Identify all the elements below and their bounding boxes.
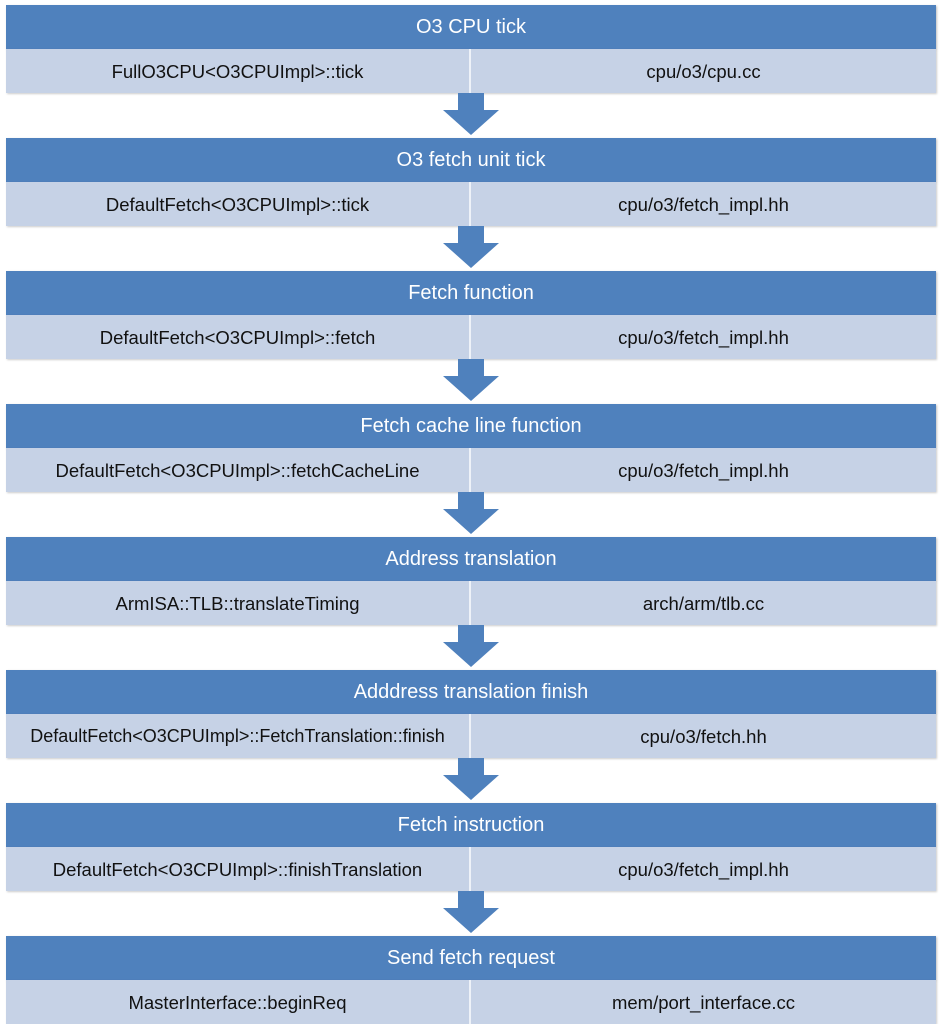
- source-file: cpu/o3/fetch.hh: [640, 725, 767, 747]
- source-file: arch/arm/tlb.cc: [642, 592, 765, 614]
- step-title: Fetch instruction: [6, 803, 936, 847]
- step-title: Fetch function: [6, 271, 936, 315]
- step-detail-row: DefaultFetch<O3CPUImpl>::finishTranslati…: [6, 847, 936, 891]
- down-arrow-icon: [443, 492, 499, 534]
- function-name: DefaultFetch<O3CPUImpl>::fetch: [6, 315, 471, 359]
- source-file: cpu/o3/fetch_impl.hh: [618, 193, 789, 215]
- step-title: Send fetch request: [6, 936, 936, 980]
- down-arrow-icon: [443, 625, 499, 667]
- step-title: Fetch cache line function: [6, 404, 936, 448]
- function-name: MasterInterface::beginReq: [6, 980, 471, 1024]
- down-arrow-icon: [443, 758, 499, 800]
- step-detail-row: ArmISA::TLB::translateTiming arch/arm/tlb…: [6, 581, 936, 625]
- source-file: cpu/o3/fetch_impl.hh: [618, 858, 789, 880]
- down-arrow-icon: [443, 226, 499, 268]
- source-file: cpu/o3/fetch_impl.hh: [618, 326, 789, 348]
- source-file: cpu/o3/fetch_impl.hh: [618, 459, 789, 481]
- down-arrow-icon: [443, 93, 499, 135]
- source-file: mem/port_interface.cc: [611, 991, 795, 1013]
- step-title: Address translation: [6, 537, 936, 581]
- step-detail-row: DefaultFetch<O3CPUImpl>::fetchCacheLine c…: [6, 448, 936, 492]
- function-name: DefaultFetch<O3CPUImpl>::fetchCacheLine: [6, 448, 471, 492]
- step-detail-row: FullO3CPU<O3CPUImpl>::tick cpu/o3/cpu.cc: [6, 49, 936, 93]
- step-detail-row: MasterInterface::beginReq mem/port_interf…: [6, 980, 936, 1024]
- function-name: DefaultFetch<O3CPUImpl>::FetchTranslatio…: [6, 714, 471, 758]
- step-title: O3 CPU tick: [6, 5, 936, 49]
- source-file: cpu/o3/cpu.cc: [646, 60, 761, 82]
- function-name: DefaultFetch<O3CPUImpl>::finishTranslati…: [6, 847, 471, 891]
- down-arrow-icon: [443, 891, 499, 933]
- step-detail-row: DefaultFetch<O3CPUImpl>::fetch cpu/o3/fet…: [6, 315, 936, 359]
- step-title: O3 fetch unit tick: [6, 138, 936, 182]
- step-detail-row: DefaultFetch<O3CPUImpl>::tick cpu/o3/fetc…: [6, 182, 936, 226]
- function-name: FullO3CPU<O3CPUImpl>::tick: [6, 49, 471, 93]
- function-name: DefaultFetch<O3CPUImpl>::tick: [6, 182, 471, 226]
- function-name: ArmISA::TLB::translateTiming: [6, 581, 471, 625]
- step-title: Adddress translation finish: [6, 670, 936, 714]
- down-arrow-icon: [443, 359, 499, 401]
- step-detail-row: DefaultFetch<O3CPUImpl>::FetchTranslatio…: [6, 714, 936, 758]
